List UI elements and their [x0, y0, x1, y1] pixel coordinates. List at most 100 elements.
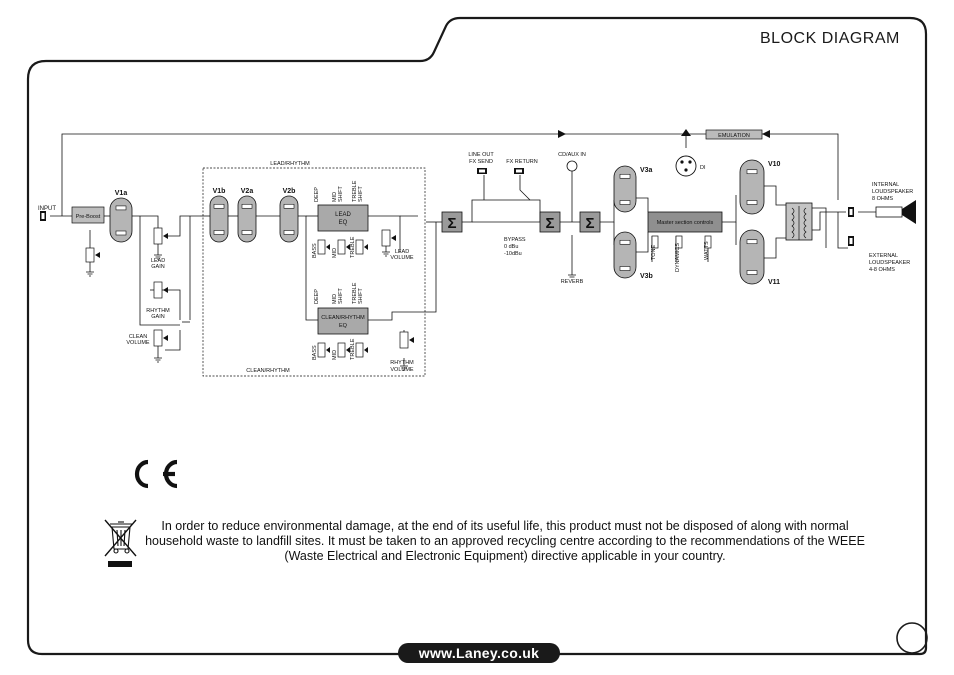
lead-treble-shift-label-2: SHIFT	[358, 185, 364, 202]
input-jack-icon	[40, 211, 46, 221]
tube-v3a	[613, 165, 637, 213]
page-border	[26, 16, 928, 656]
master-section-box	[647, 211, 723, 233]
fx-return-label: FX RETURN	[506, 159, 538, 165]
tube-v1a-label: V1a	[115, 190, 128, 197]
xlr-connector-icon	[675, 155, 697, 177]
tube-v2a-label: V2a	[241, 188, 254, 195]
clean-rhythm-eq-label-1: CLEAN/RHYTHM	[321, 315, 365, 321]
clean-volume-label-2: VOLUME	[126, 340, 150, 346]
clean-rhythm-eq-label-2: EQ	[339, 323, 348, 329]
clean-rhythm-eq-box	[317, 307, 369, 335]
tube-v1b-cathode	[213, 230, 225, 235]
weee-notice: In order to reduce environmental damage,…	[145, 519, 865, 563]
clean-bass-label: BASS	[312, 345, 318, 360]
rhythm-gain-label-1: RHYTHM	[146, 308, 170, 314]
cd-aux-in-label: CD/AUX IN	[558, 152, 586, 158]
lead-eq-box	[317, 204, 369, 232]
bypass-10dbu-label: -10dBu	[504, 251, 522, 257]
lead-mid-shift-label-2: SHIFT	[338, 185, 344, 202]
clean-volume-label-1: CLEAN	[129, 334, 147, 340]
weee-bin-icon	[104, 519, 137, 557]
bypass-label: BYPASS	[504, 237, 526, 243]
tube-v3b	[613, 231, 637, 279]
lead-gain-label-1: LEAD	[151, 258, 165, 264]
lead-volume-label-2: VOLUME	[390, 255, 414, 261]
tube-v10-cathode	[746, 200, 758, 205]
watts-label: WATTS	[704, 241, 710, 260]
lead-mid-shift-label-1: MID	[332, 192, 338, 202]
ground-symbols	[86, 251, 576, 371]
emulation-label: EMULATION	[718, 133, 750, 139]
tube-v2b-cathode	[283, 230, 295, 235]
pot-wipers	[95, 233, 414, 353]
output-transformer-icon	[785, 202, 813, 241]
tube-v11-cathode	[746, 270, 758, 275]
external-speaker-label-3: 4-8 OHMS	[869, 267, 895, 273]
mixer-boxes	[441, 211, 601, 233]
tube-v1a-cathode	[115, 230, 127, 236]
speaker-jack-icons	[848, 207, 854, 246]
tube-v2b-label: V2b	[283, 188, 296, 195]
tube-v1a	[109, 197, 133, 243]
pre-boost-box	[71, 206, 105, 224]
bypass-0dbu-label: 0 dBu	[504, 244, 518, 250]
tube-v2b-plate	[283, 203, 295, 209]
input-label: INPUT	[38, 206, 56, 212]
clean-rhythm-label: CLEAN/RHYTHM	[246, 368, 290, 374]
clean-treble-shift-label-2: SHIFT	[358, 287, 364, 304]
tube-v11-plate	[746, 239, 758, 245]
rhythm-gain-label-2: GAIN	[151, 314, 164, 320]
tube-v10-label: V10	[768, 161, 781, 168]
tube-v10	[739, 159, 765, 215]
tube-v2a	[237, 195, 257, 243]
external-speaker-label-1: EXTERNAL	[869, 253, 898, 259]
ce-mark-icon	[134, 459, 178, 489]
lead-treble-shift-label-1: TREBLE	[352, 180, 358, 202]
lead-eq-label-2: EQ	[339, 220, 348, 226]
tube-v3a-plate	[619, 173, 631, 179]
rhythm-volume-label-1: RHYTHM	[390, 360, 414, 366]
tube-v10-plate	[746, 169, 758, 175]
page-title: BLOCK DIAGRAM	[760, 30, 900, 47]
tube-v1b	[209, 195, 229, 243]
website-url: www.Laney.co.uk	[398, 643, 560, 663]
clean-treble-label: TREBLE	[350, 338, 356, 360]
clean-treble-shift-label-1: TREBLE	[352, 282, 358, 304]
di-label: DI	[700, 165, 706, 171]
tube-v1b-label: V1b	[213, 188, 226, 195]
sum-3-label: Σ	[585, 215, 594, 232]
line-out-label-2: FX SEND	[469, 159, 493, 165]
internal-speaker-label-2: LOUDSPEAKER	[872, 189, 913, 195]
internal-speaker-label-3: 8 OHMS	[872, 196, 893, 202]
master-section-label: Master section controls	[657, 220, 714, 226]
external-speaker-label-2: LOUDSPEAKER	[869, 260, 910, 266]
clean-mid-shift-label-1: MID	[332, 294, 338, 304]
fx-jack-icons	[477, 168, 524, 174]
tube-v1a-plate	[115, 205, 127, 211]
pre-boost-label: Pre-Boost	[76, 214, 101, 220]
tube-v3b-cathode	[619, 266, 631, 271]
lead-rhythm-label: LEAD/RHYTHM	[270, 161, 310, 167]
tube-v11	[739, 229, 765, 285]
channel-enclosure	[202, 167, 426, 377]
pots	[85, 227, 712, 358]
page-number-circle	[896, 622, 928, 654]
tube-v3a-label: V3a	[640, 167, 653, 174]
lead-deep-label: DEEP	[314, 187, 320, 202]
tube-v3b-plate	[619, 239, 631, 245]
lead-mid-label: MID	[332, 248, 338, 258]
lead-treble-label: TREBLE	[350, 236, 356, 258]
tube-v2a-plate	[241, 203, 253, 209]
tube-v3a-cathode	[619, 200, 631, 205]
tube-v2b	[279, 195, 299, 243]
reverb-label: REVERB	[561, 279, 584, 285]
internal-speaker-label-1: INTERNAL	[872, 182, 899, 188]
lead-bass-label: BASS	[312, 243, 318, 258]
dynamics-label: DYNAMICS	[675, 243, 681, 272]
clean-mid-shift-label-2: SHIFT	[338, 287, 344, 304]
lead-eq-label-1: LEAD	[335, 212, 351, 218]
signal-arrows	[558, 129, 770, 138]
